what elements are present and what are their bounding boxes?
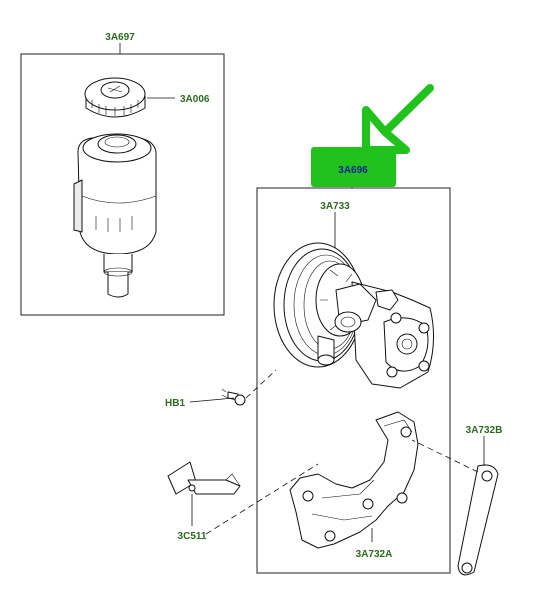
label-pump-assembly[interactable]: 3A696 bbox=[338, 165, 368, 176]
pump-assembly-box bbox=[256, 187, 451, 574]
reservoir-box bbox=[20, 53, 225, 316]
reservoir-body-drawing bbox=[73, 133, 157, 298]
label-reservoir-cap[interactable]: 3A006 bbox=[180, 94, 210, 105]
clip-dashline bbox=[205, 463, 319, 535]
clip-drawing bbox=[167, 461, 241, 495]
bracket-link-drawing bbox=[457, 464, 499, 576]
pump-assembly-group bbox=[256, 180, 451, 574]
label-reservoir-assembly[interactable]: 3A697 bbox=[105, 32, 135, 43]
reservoir-group bbox=[20, 43, 225, 316]
bolt-leader bbox=[189, 397, 235, 403]
label-bolt[interactable]: HB1 bbox=[165, 398, 185, 409]
link-dashline bbox=[411, 439, 479, 473]
arrow-pointer-icon bbox=[362, 84, 434, 154]
label-pump[interactable]: 3A733 bbox=[320, 201, 350, 212]
reservoir-cap-drawing bbox=[84, 77, 146, 118]
label-bracket-link[interactable]: 3A732B bbox=[466, 425, 503, 436]
pump-drawing bbox=[273, 242, 435, 389]
bracket-drawing bbox=[289, 411, 419, 549]
bolt-drawing bbox=[221, 388, 246, 406]
label-bracket[interactable]: 3A732A bbox=[356, 549, 393, 560]
bolt-dashline bbox=[245, 369, 277, 399]
highlight-box bbox=[311, 147, 396, 187]
label-clip[interactable]: 3C511 bbox=[178, 531, 207, 542]
